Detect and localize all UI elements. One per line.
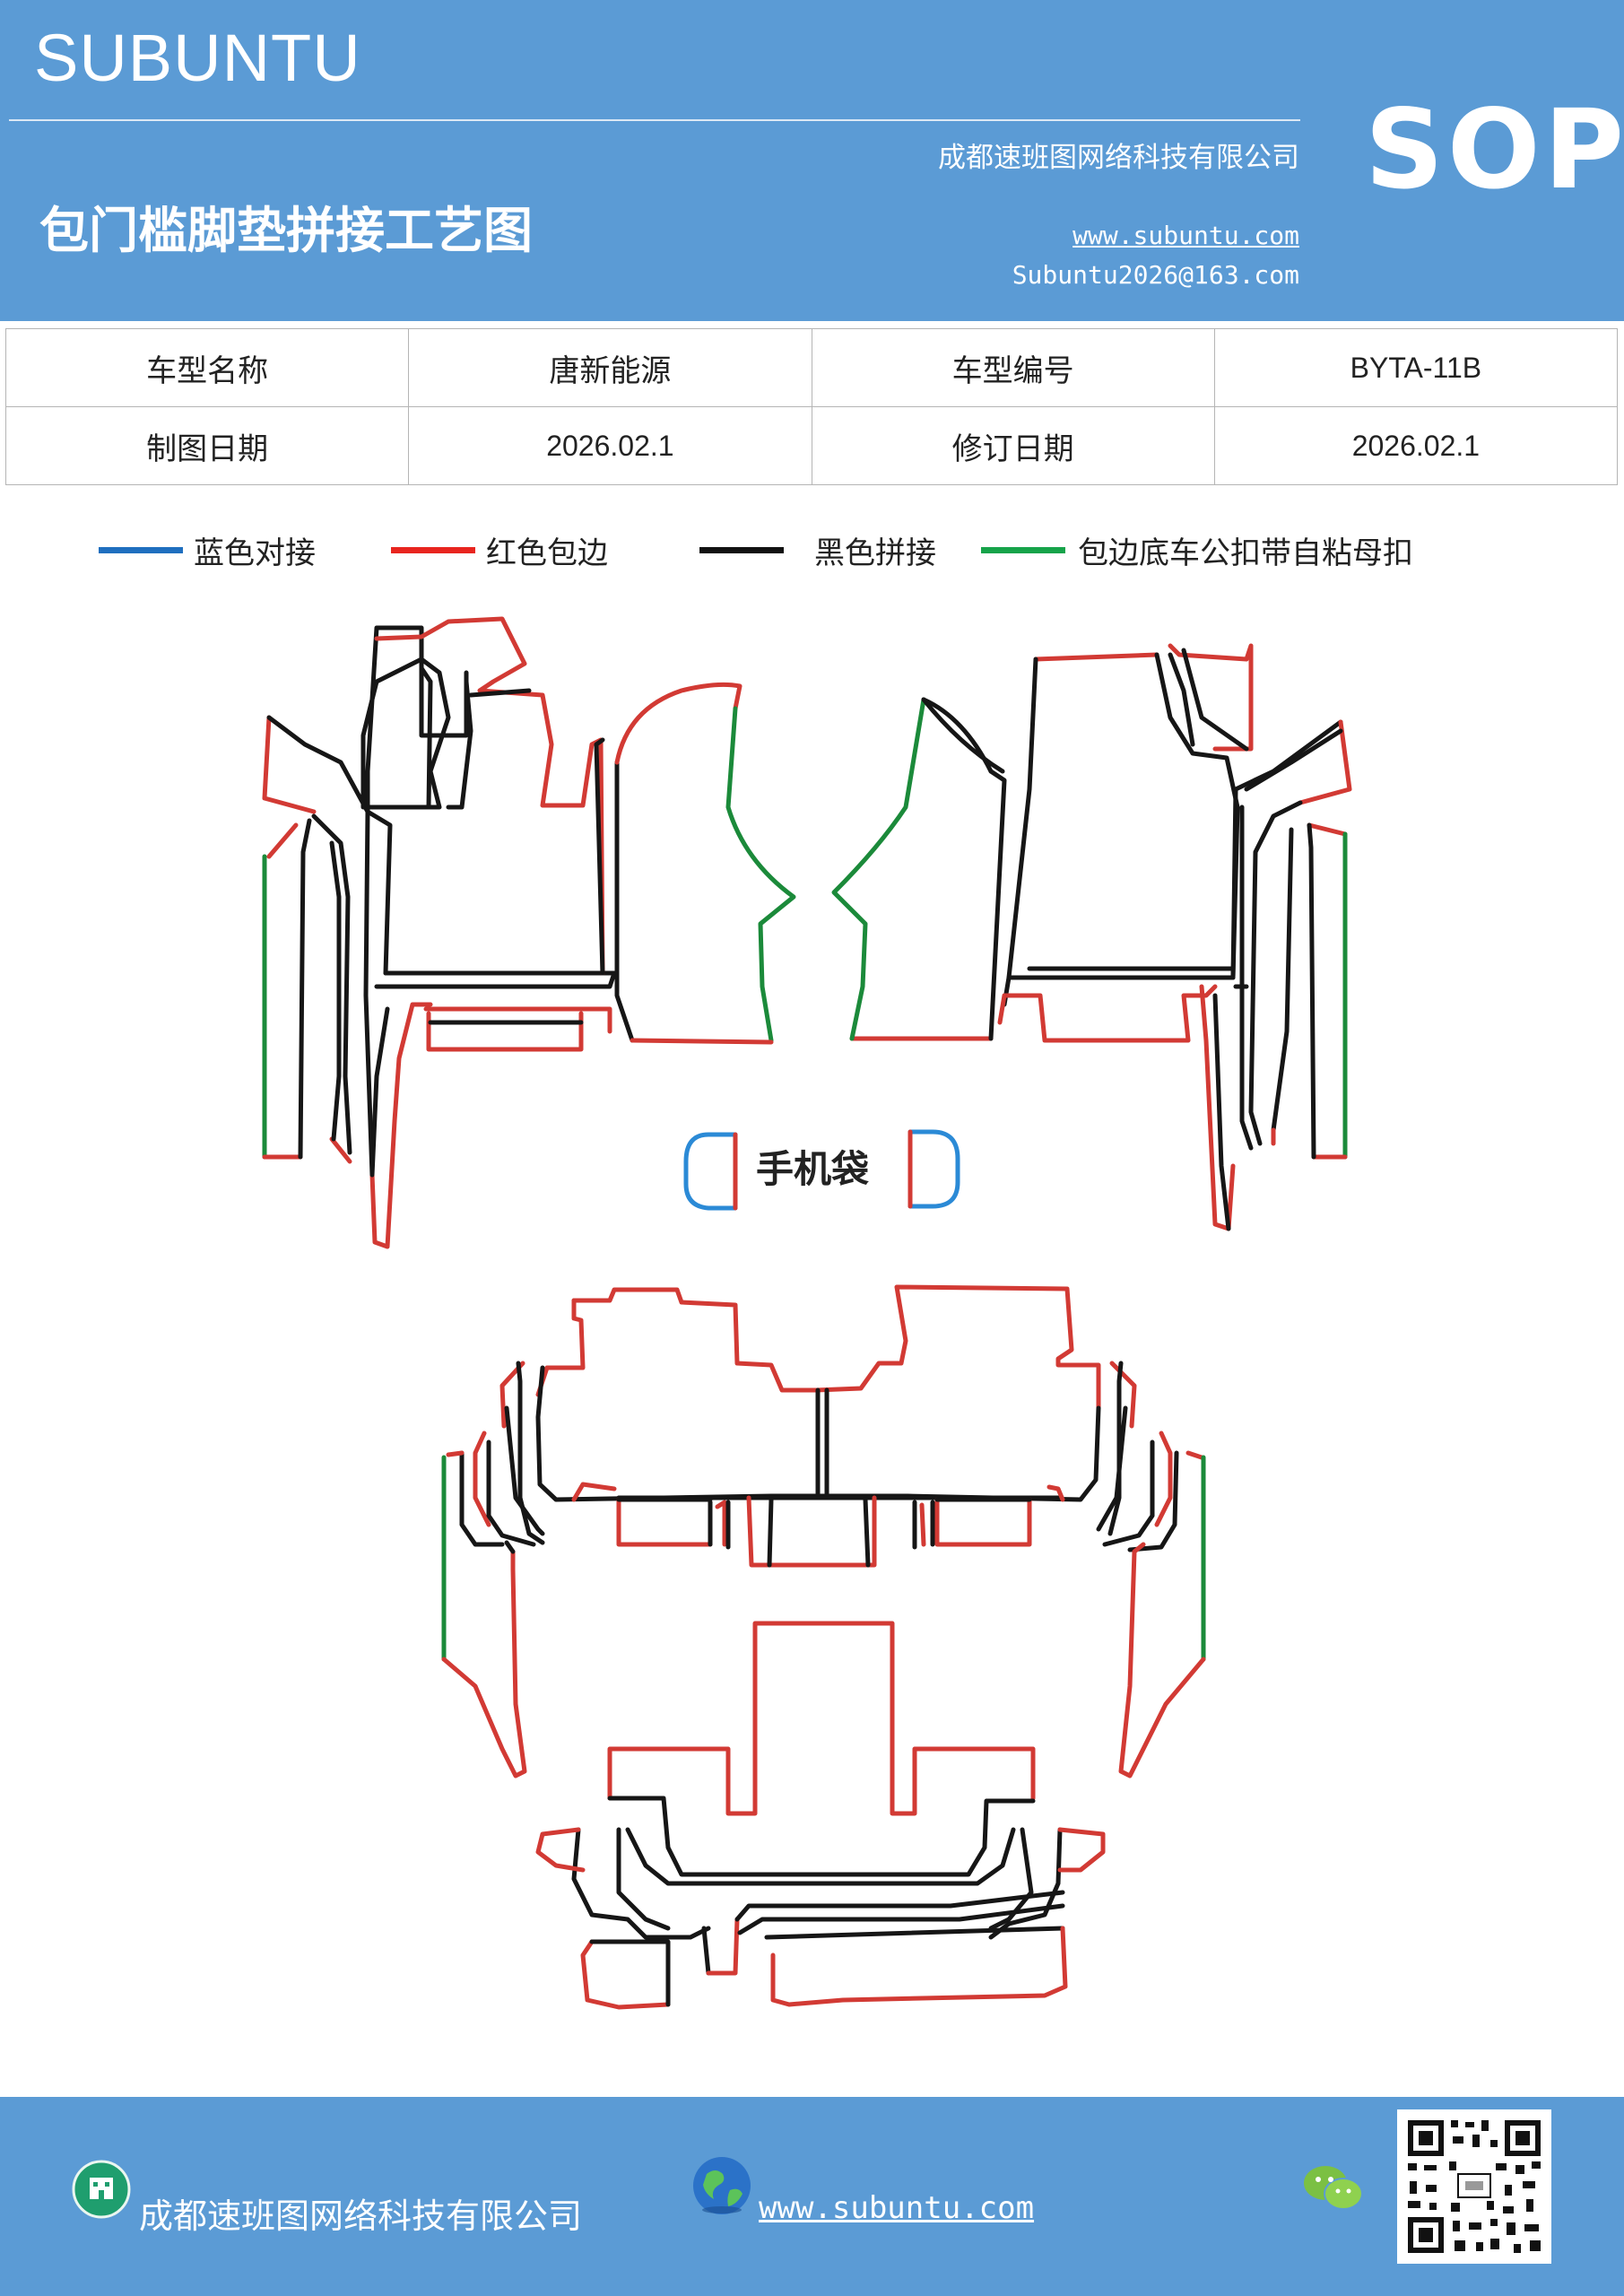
legend-black: 黑色拼接 <box>699 527 936 572</box>
header-banner: SUBUNTU 成都速班图网络科技有限公司 包门槛脚垫拼接工艺图 www.sub… <box>0 0 1624 321</box>
sop-badge: SOP <box>1365 86 1624 213</box>
footer-website-link[interactable]: www.subuntu.com <box>759 2190 1035 2226</box>
front-right-mat <box>997 643 1352 1231</box>
globe-icon <box>693 2157 751 2214</box>
legend-blue: 蓝色对接 <box>99 527 316 572</box>
legend-swatch-blue <box>99 546 183 553</box>
wechat-icon[interactable] <box>1302 2161 1365 2215</box>
table-row: 制图日期 2026.02.1 修订日期 2026.02.1 <box>4 406 1619 485</box>
qr-code-pattern <box>1408 2120 1541 2253</box>
legend-swatch-red <box>391 546 475 553</box>
legend-label: 黑色拼接 <box>814 535 936 571</box>
label-vehicle-code: 车型编号 <box>811 328 1215 407</box>
legend-label: 蓝色对接 <box>194 535 316 571</box>
legend-label: 包边底车公扣带自粘母扣 <box>1078 535 1413 571</box>
brand-name: SUBUNTU <box>34 21 361 95</box>
table-row: 车型名称 唐新能源 车型编号 BYTA-11B <box>4 328 1619 407</box>
phone-bag-label: 手机袋 <box>756 1147 869 1191</box>
header-divider <box>9 119 1300 121</box>
label-draw-date: 制图日期 <box>4 406 410 485</box>
value-draw-date: 2026.02.1 <box>408 406 812 485</box>
value-vehicle-code: BYTA-11B <box>1213 328 1619 407</box>
third-row-mat <box>535 1621 1106 2010</box>
header-website-link[interactable]: www.subuntu.com <box>1073 221 1299 250</box>
header-company: 成都速班图网络科技有限公司 <box>938 142 1299 174</box>
value-revision-date: 2026.02.1 <box>1213 406 1619 485</box>
label-vehicle-name: 车型名称 <box>4 328 410 407</box>
phone-bag: 手机袋 <box>683 1129 960 1211</box>
footer-company: 成都速班图网络科技有限公司 <box>139 2196 583 2236</box>
front-left-mat <box>262 616 617 1249</box>
label-revision-date: 修订日期 <box>811 406 1215 485</box>
legend-swatch-green <box>981 546 1065 553</box>
legend-green: 包边底车公扣带自粘母扣 <box>981 527 1413 572</box>
center-left-mat <box>614 682 796 1045</box>
second-row-mat <box>441 1284 1206 1779</box>
value-vehicle-name: 唐新能源 <box>408 328 812 407</box>
legend-red: 红色包边 <box>391 527 608 572</box>
legend-label: 红色包边 <box>486 535 608 571</box>
document-title: 包门槛脚垫拼接工艺图 <box>39 202 534 259</box>
floor-mat-diagram: 手机袋 <box>262 616 1352 2010</box>
building-icon <box>72 2160 131 2219</box>
center-right-mat <box>831 697 1007 1041</box>
legend-swatch-black <box>699 546 784 553</box>
vehicle-info-table: 车型名称 唐新能源 车型编号 BYTA-11B 制图日期 2026.02.1 修… <box>4 328 1619 485</box>
qr-code[interactable] <box>1397 2109 1551 2264</box>
header-email[interactable]: Subuntu2026@163.com <box>1012 260 1299 290</box>
